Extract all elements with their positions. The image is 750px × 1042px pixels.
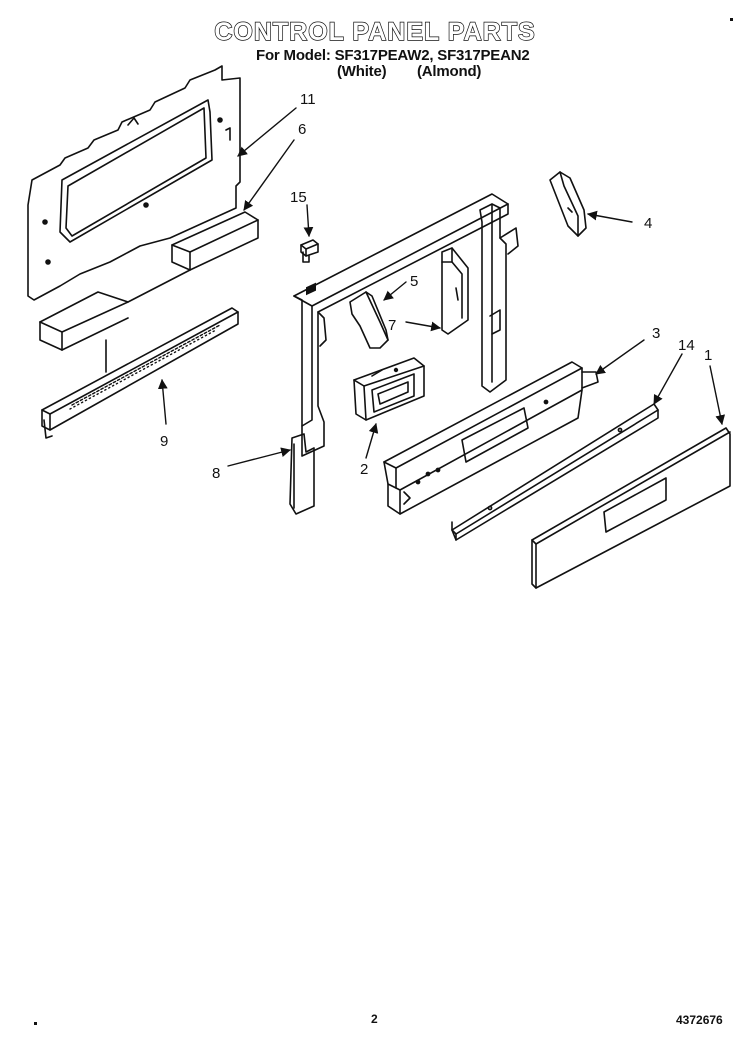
document-number: 4372676 bbox=[676, 1013, 723, 1027]
callout-11: 11 bbox=[300, 91, 316, 108]
page-title: CONTROL PANEL PARTS bbox=[214, 17, 536, 46]
page-number: 2 bbox=[371, 1012, 378, 1026]
callout-9: 9 bbox=[160, 433, 168, 450]
callout-15: 15 bbox=[290, 189, 307, 206]
part-6-channel bbox=[39, 211, 259, 351]
callout-leaders bbox=[157, 107, 726, 467]
part-4-end-cap bbox=[549, 171, 587, 237]
part-1-front-panel bbox=[531, 427, 731, 589]
part-15-clip bbox=[300, 239, 319, 263]
callout-numbers: 11 6 15 4 5 7 3 14 1 9 8 2 bbox=[160, 91, 712, 482]
callout-1: 1 bbox=[704, 347, 712, 364]
callout-8: 8 bbox=[212, 465, 220, 482]
callout-5: 5 bbox=[410, 273, 418, 290]
corner-mark-top-right bbox=[730, 18, 733, 21]
color-almond-label: (Almond) bbox=[417, 63, 482, 80]
part-9-vent-strip bbox=[41, 307, 239, 439]
part-3-panel-housing bbox=[383, 361, 599, 515]
part-5-trim-clip bbox=[349, 291, 389, 349]
callout-3: 3 bbox=[652, 325, 660, 342]
color-white-label: (White) bbox=[337, 63, 387, 80]
callout-2: 2 bbox=[360, 461, 368, 478]
part-11-bracket-plate bbox=[27, 65, 241, 301]
model-numbers: For Model: SF317PEAW2, SF317PEAN2 bbox=[256, 47, 530, 64]
part-7-support-bracket bbox=[441, 247, 469, 335]
callout-4: 4 bbox=[644, 215, 652, 232]
corner-mark-bottom-left bbox=[34, 1022, 37, 1025]
callout-14: 14 bbox=[678, 337, 695, 354]
part-2-clock-module bbox=[353, 357, 425, 421]
callout-6: 6 bbox=[298, 121, 306, 138]
part-14-trim-rail bbox=[451, 403, 659, 541]
part-main-frame bbox=[289, 193, 519, 515]
callout-7: 7 bbox=[388, 317, 396, 334]
